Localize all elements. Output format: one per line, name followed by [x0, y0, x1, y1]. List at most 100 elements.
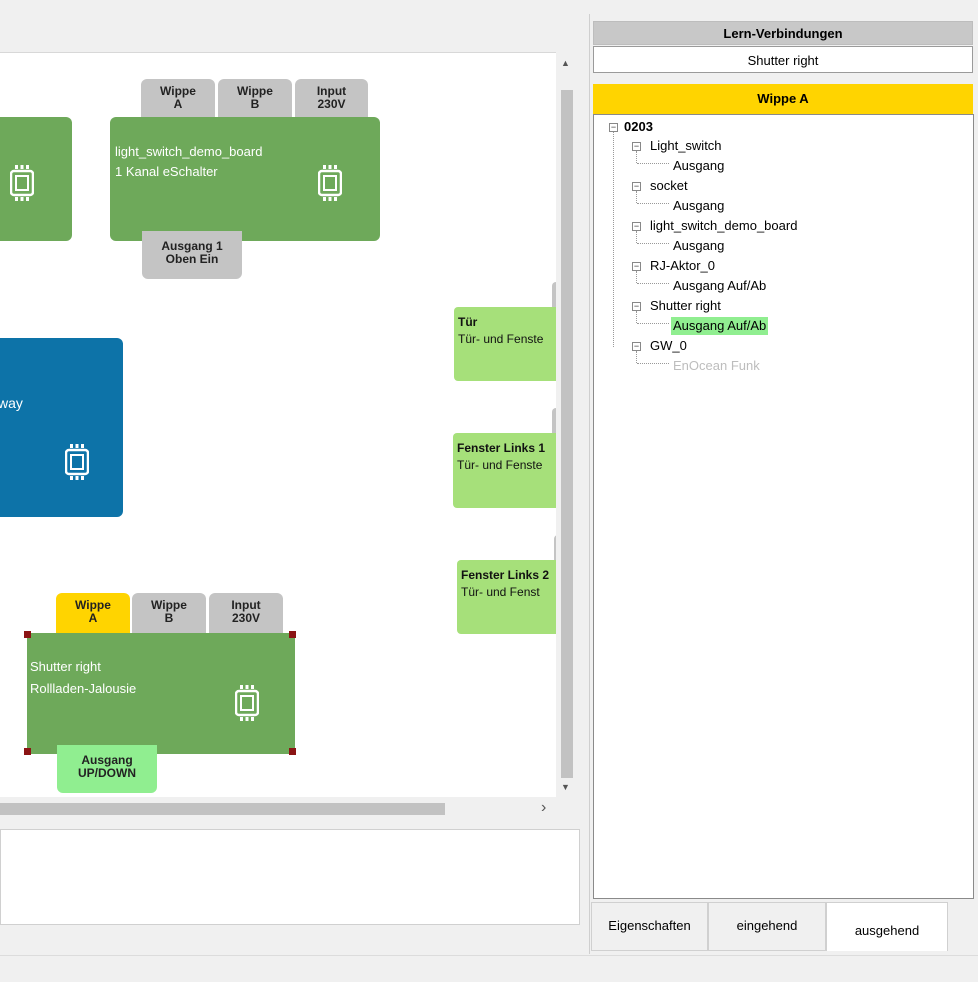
tree-node-device[interactable]: light_switch_demo_board	[650, 218, 798, 233]
node-subtitle: Tür- und Fenste	[457, 458, 543, 472]
device-node-shutter-right[interactable]: Shutter right Rollladen-Jalousie	[27, 633, 295, 754]
sensor-port-stub	[552, 282, 556, 308]
port-label: Ausgang	[81, 753, 133, 767]
resize-handle-top-right[interactable]	[289, 631, 296, 638]
port-ausgang-1[interactable]: Ausgang 1 Oben Ein	[142, 231, 242, 279]
port-wippe-b[interactable]: Wippe B	[218, 79, 292, 119]
port-input-230v[interactable]: Input 230V	[295, 79, 368, 119]
vertical-scroll-thumb[interactable]	[561, 90, 573, 778]
node-subtitle: Tür- und Fenst	[461, 585, 540, 599]
port-label: Input	[316, 84, 347, 98]
device-node-light-switch-demo-board[interactable]: light_switch_demo_board 1 Kanal eSchalte…	[110, 117, 380, 241]
tree-node-device[interactable]: Shutter right	[650, 298, 721, 313]
tree-node-channel[interactable]: Ausgang	[673, 198, 725, 213]
chip-icon	[318, 165, 342, 201]
port-ausgang-up-down[interactable]: Ausgang UP/DOWN	[57, 745, 157, 793]
vertical-scrollbar[interactable]: ▲ ▼	[556, 52, 578, 797]
resize-handle-top-left[interactable]	[24, 631, 31, 638]
port-sublabel: UP/DOWN	[78, 766, 136, 780]
output-panel	[0, 829, 580, 925]
sensor-port-stub	[552, 408, 556, 434]
node-title: way	[0, 395, 23, 411]
node-title: Fenster Links 2	[461, 568, 550, 582]
port-label: Wippe	[160, 84, 196, 98]
tab-ausgehend[interactable]: ausgehend	[826, 902, 948, 951]
node-subtitle: 1 Kanal eSchalter	[115, 164, 218, 179]
status-bar	[0, 955, 978, 982]
scroll-up-arrow[interactable]: ▲	[561, 58, 570, 68]
tree-line	[636, 231, 637, 243]
sensor-node-fenster-links-1[interactable]: Fenster Links 1 Tür- und Fenste	[453, 433, 556, 508]
connections-tree[interactable]: − 0203 − Light_switch Ausgang − socket A…	[593, 114, 974, 899]
port-sublabel: 230V	[231, 611, 261, 625]
tab-eigenschaften[interactable]: Eigenschaften	[591, 902, 708, 951]
port-label: Input	[231, 598, 261, 612]
port-input-230v[interactable]: Input 230V	[209, 593, 283, 634]
tree-node-channel[interactable]: Ausgang Auf/Ab	[673, 278, 767, 293]
port-sublabel: A	[88, 611, 98, 625]
tree-line	[636, 351, 637, 363]
sensor-node-tuer[interactable]: Tür Tür- und Fenste	[454, 307, 556, 381]
sensor-port-stub	[554, 535, 556, 561]
collapse-toggle-icon[interactable]: −	[632, 301, 641, 311]
selected-device-label: Shutter right	[593, 46, 973, 73]
scroll-right-arrow[interactable]: ›	[541, 799, 547, 816]
node-title: Tür	[458, 315, 478, 329]
tree-node-channel[interactable]: Ausgang	[673, 158, 725, 173]
resize-handle-bottom-left[interactable]	[24, 748, 31, 755]
node-title: light_switch_demo_board	[115, 144, 263, 159]
chip-icon	[235, 685, 259, 721]
tree-node-device[interactable]: Light_switch	[650, 138, 722, 153]
collapse-toggle-icon[interactable]: −	[609, 122, 618, 132]
collapse-toggle-icon[interactable]: −	[632, 141, 641, 151]
node-subtitle: Tür- und Fenste	[458, 332, 544, 346]
tree-line	[636, 191, 637, 203]
tree-node-device[interactable]: socket	[650, 178, 688, 193]
tree-node-device[interactable]: RJ-Aktor_0	[650, 258, 716, 273]
tree-node-device[interactable]: GW_0	[650, 338, 687, 353]
scroll-down-arrow[interactable]: ▼	[561, 782, 570, 792]
port-label: Ausgang 1	[161, 239, 223, 253]
tree-line	[636, 311, 637, 323]
tree-node-channel[interactable]: Ausgang	[673, 238, 725, 253]
horizontal-scroll-thumb[interactable]	[0, 803, 445, 815]
tree-line	[637, 203, 669, 204]
port-wippe-b[interactable]: Wippe B	[132, 593, 206, 634]
chip-icon	[65, 444, 89, 480]
tree-line	[613, 131, 614, 347]
tree-node-channel-connected[interactable]: Ausgang Auf/Ab	[671, 317, 769, 335]
tab-eingehend[interactable]: eingehend	[708, 902, 826, 951]
collapse-toggle-icon[interactable]: −	[632, 341, 641, 351]
port-wippe-a[interactable]: Wippe A	[141, 79, 215, 119]
collapse-toggle-icon[interactable]: −	[632, 261, 641, 271]
resize-handle-bottom-right[interactable]	[289, 748, 296, 755]
tree-line	[637, 243, 669, 244]
collapse-toggle-icon[interactable]: −	[632, 181, 641, 191]
diagram-canvas[interactable]: Wippe A Wippe B Input 230V light_switch_…	[0, 52, 556, 797]
collapse-toggle-icon[interactable]: −	[632, 221, 641, 231]
horizontal-scrollbar[interactable]: ›	[0, 797, 578, 821]
port-sublabel: 230V	[317, 97, 346, 111]
node-title: Shutter right	[30, 659, 101, 674]
port-sublabel: Oben Ein	[165, 252, 219, 266]
tree-line	[637, 363, 669, 364]
node-subtitle: Rollladen-Jalousie	[30, 681, 137, 696]
tree-line	[637, 283, 669, 284]
panel-header: Lern-Verbindungen	[593, 21, 973, 45]
tree-line	[636, 151, 637, 163]
device-node-partial[interactable]	[0, 117, 72, 241]
port-label: Wippe	[151, 598, 187, 612]
tree-line	[637, 323, 669, 324]
port-label: Wippe	[75, 598, 111, 612]
port-wippe-a-selected[interactable]: Wippe A	[56, 593, 130, 634]
port-sublabel: A	[173, 97, 183, 111]
tree-node-channel-disabled: EnOcean Funk	[673, 358, 760, 373]
gateway-node[interactable]: way	[0, 338, 123, 517]
tree-node-root[interactable]: 0203	[624, 119, 653, 134]
port-label: Wippe	[237, 84, 273, 98]
chip-icon	[10, 165, 34, 201]
sensor-node-fenster-links-2[interactable]: Fenster Links 2 Tür- und Fenst	[457, 560, 556, 634]
tree-line	[637, 163, 669, 164]
port-sublabel: B	[164, 611, 174, 625]
selected-channel-label: Wippe A	[593, 84, 973, 114]
